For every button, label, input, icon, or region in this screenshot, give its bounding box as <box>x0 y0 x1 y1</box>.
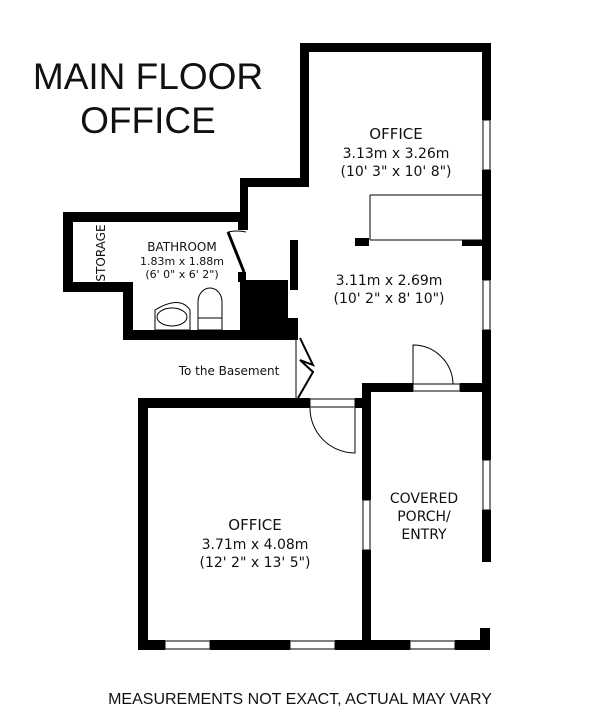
plan-title-line2: OFFICE <box>80 100 216 141</box>
windows <box>164 119 491 650</box>
bathroom-name: BATHROOM <box>147 240 216 254</box>
walls <box>63 43 491 650</box>
bathroom-metric: 1.83m x 1.88m <box>140 255 224 268</box>
office-top-imperial: (10' 3" x 10' 8") <box>340 164 451 180</box>
bathroom-imperial: (6' 0" x 6' 2") <box>145 268 218 281</box>
office-top-metric: 3.13m x 3.26m <box>343 146 450 162</box>
hall-metric: 3.11m x 2.69m <box>336 273 443 289</box>
plan-title-line1: MAIN FLOOR <box>32 56 264 97</box>
bathtub-icon <box>154 302 191 331</box>
hall-imperial: (10' 2" x 8' 10") <box>333 291 444 307</box>
porch-line1: COVERED <box>390 491 458 507</box>
office-bottom-metric: 3.71m x 4.08m <box>202 537 309 553</box>
office-bottom-name: OFFICE <box>228 516 281 534</box>
bathroom-fixtures <box>154 287 223 331</box>
office-bottom-imperial: (12' 2" x 13' 5") <box>199 555 310 571</box>
basement-label: To the Basement <box>178 364 280 378</box>
porch-line3: ENTRY <box>401 527 447 543</box>
office-top-name: OFFICE <box>369 125 422 143</box>
toilet-icon <box>197 287 223 331</box>
disclaimer: MEASUREMENTS NOT EXACT, ACTUAL MAY VARY <box>108 691 492 708</box>
storage-name: STORAGE <box>94 224 108 281</box>
porch-line2: PORCH/ <box>397 509 451 525</box>
doors <box>226 194 482 454</box>
